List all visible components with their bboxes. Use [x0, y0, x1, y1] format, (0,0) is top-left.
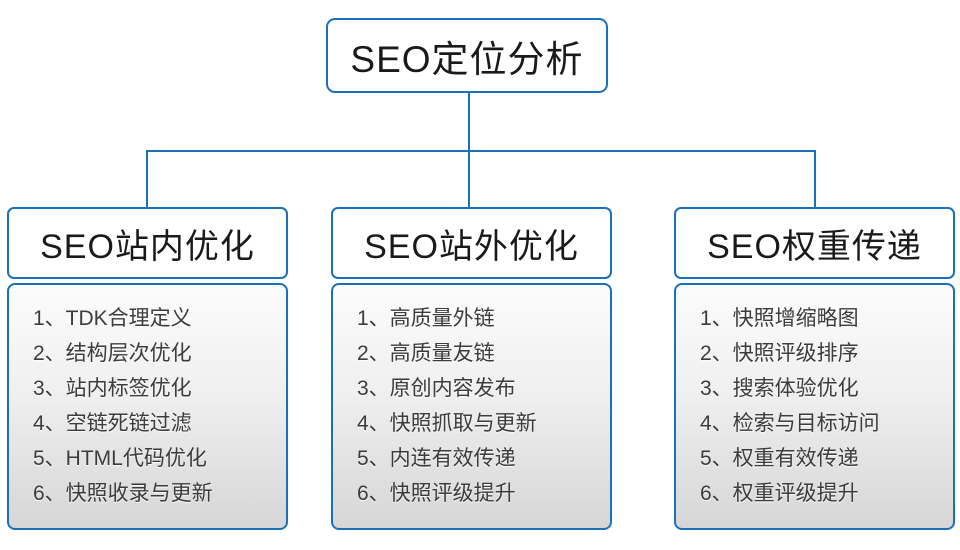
- list-item: 2、高质量友链: [357, 342, 495, 365]
- branch-weight: SEO权重传递 1、快照增缩略图 2、快照评级排序 3、搜索体验优化 4、检索与…: [674, 207, 955, 530]
- branch-onsite: SEO站内优化 1、TDK合理定义 2、结构层次优化 3、站内标签优化 4、空链…: [7, 207, 288, 530]
- branch-offsite-title: SEO站外优化: [364, 227, 579, 266]
- connector-horizontal: [146, 150, 816, 152]
- list-item: 6、权重评级提升: [700, 482, 859, 505]
- branch-onsite-list: 1、TDK合理定义 2、结构层次优化 3、站内标签优化 4、空链死链过滤 5、H…: [7, 283, 288, 530]
- list-item: 3、站内标签优化: [33, 377, 192, 400]
- list-item: 3、搜索体验优化: [700, 377, 859, 400]
- list-item: 2、结构层次优化: [33, 342, 192, 365]
- list-item: 2、快照评级排序: [700, 342, 859, 365]
- root-node-label: SEO定位分析: [350, 38, 584, 80]
- connector-leg-right: [814, 151, 816, 207]
- list-item: 4、快照抓取与更新: [357, 412, 537, 435]
- list-item: 1、快照增缩略图: [700, 307, 859, 330]
- list-item: 6、快照收录与更新: [33, 482, 213, 505]
- list-item: 5、HTML代码优化: [33, 447, 207, 470]
- branch-offsite: SEO站外优化 1、高质量外链 2、高质量友链 3、原创内容发布 4、快照抓取与…: [331, 207, 612, 530]
- list-item: 6、快照评级提升: [357, 482, 516, 505]
- list-item: 4、空链死链过滤: [33, 412, 192, 435]
- branch-weight-list: 1、快照增缩略图 2、快照评级排序 3、搜索体验优化 4、检索与目标访问 5、权…: [674, 283, 955, 530]
- branch-onsite-header: SEO站内优化: [7, 207, 288, 279]
- list-item: 4、检索与目标访问: [700, 412, 880, 435]
- list-item: 3、原创内容发布: [357, 377, 516, 400]
- connector-leg-left: [146, 151, 148, 207]
- list-item: 1、TDK合理定义: [33, 307, 192, 330]
- branch-offsite-list: 1、高质量外链 2、高质量友链 3、原创内容发布 4、快照抓取与更新 5、内连有…: [331, 283, 612, 530]
- list-item: 5、内连有效传递: [357, 447, 516, 470]
- list-item: 1、高质量外链: [357, 307, 495, 330]
- branch-weight-header: SEO权重传递: [674, 207, 955, 279]
- branch-onsite-title: SEO站内优化: [40, 227, 255, 266]
- root-node: SEO定位分析: [326, 18, 608, 93]
- branch-weight-title: SEO权重传递: [707, 227, 922, 266]
- branch-offsite-header: SEO站外优化: [331, 207, 612, 279]
- list-item: 5、权重有效传递: [700, 447, 859, 470]
